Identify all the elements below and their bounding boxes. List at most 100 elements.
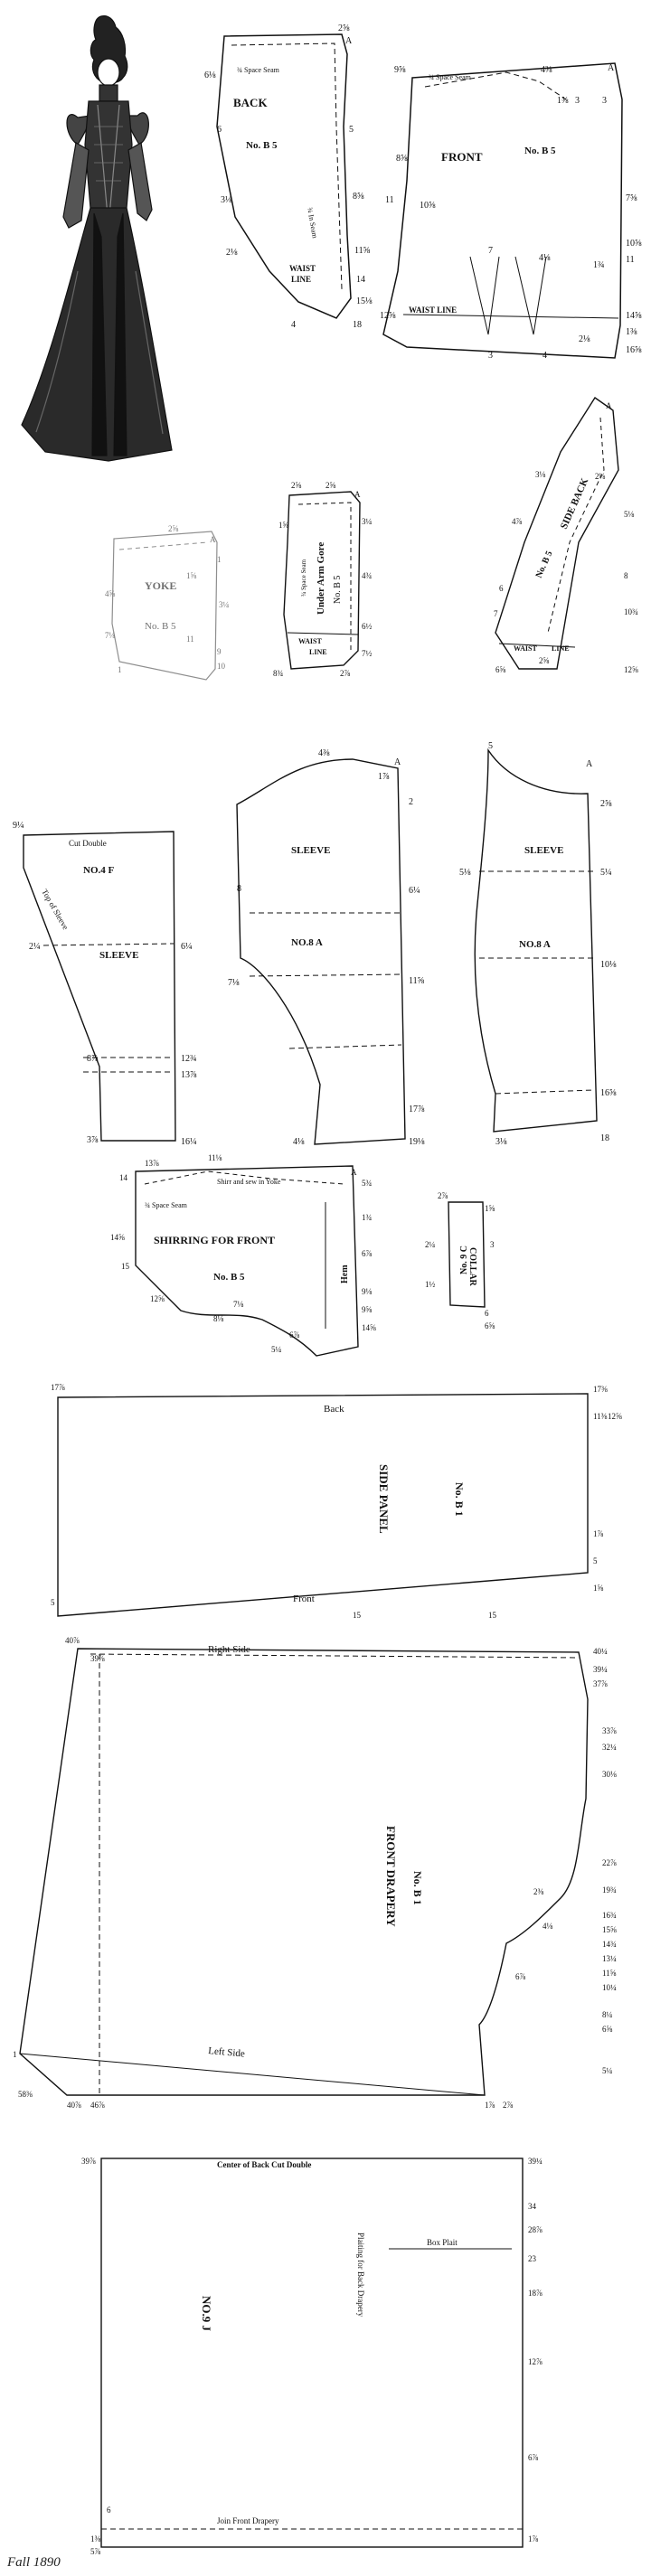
measure: 6¼ [409,886,420,896]
measure: 32¼ [602,1743,617,1752]
measure: A [210,535,216,544]
measure: 12⅝ [150,1294,165,1303]
measure: 18 [353,320,362,330]
side-panel-number: No. B 1 [453,1482,466,1517]
measure: 5 [349,125,354,135]
measure: 5 [593,1556,598,1565]
measure: 1⅝ [278,521,289,530]
measure: A [586,759,593,769]
pattern-sleeve-4f: Cut Double NO.4 F SLEEVE Top of Sleeve 9… [13,821,197,1147]
measure: 1⅞ [593,1529,604,1538]
measure: 8⅝ [353,192,364,202]
measure: 1⅞ [528,2534,539,2543]
measure: 6½ [362,622,373,631]
measure: 12⅝ [608,1412,622,1421]
measure: 40¼ [593,1647,608,1656]
measure: 15 [121,1262,130,1271]
measure: 2⅛ [579,334,590,344]
measure: 4 [542,351,547,361]
measure: 1¾ [593,260,605,270]
measure: 2¼ [29,942,41,952]
measure: 15 [488,1611,497,1620]
measure: 8⅝ [396,154,408,164]
measure: 4⅜ [541,65,552,75]
measure: 3¼ [219,600,230,609]
measure: 6¼ [181,942,193,952]
measure: 7⅛ [228,978,240,988]
drapery-title: FRONT DRAPERY [384,1826,398,1927]
measure: A [345,36,353,46]
measure: 9⅛ [362,1287,373,1296]
pattern-front-drapery: Right Side Left Side FRONT DRAPERY No. B… [13,1636,617,2110]
measure: 1⅞ [378,772,390,782]
measure: 34 [528,2202,537,2211]
measure: 11⅝ [354,246,371,256]
measure: 1⅜ [90,2534,101,2543]
back-drapery-pleat: Box Plait [427,2238,458,2247]
measure: 4⅛ [293,1137,305,1147]
measure: 2⅝ [539,656,550,665]
measure: 58⅜ [18,2090,33,2099]
drapery-left: Left Side [208,2045,246,2060]
measure: 2⅞ [438,1191,448,1200]
measure: 5 [51,1598,55,1607]
measure: 17⅜ [593,1385,608,1394]
side-panel-back: Back [324,1404,344,1415]
measure: 8¾ [273,669,284,678]
measure: 14 [119,1173,128,1182]
side-back-number: No. B 5 [534,550,555,579]
measure: 1½ [425,1280,436,1289]
measure: 3 [602,96,607,106]
back-drapery-title: NO.9 J [200,2296,213,2332]
pattern-back: BACK No. B 5 ¾ Space Seam ¾ In Seam WAIS… [204,24,373,330]
gore-waist: WAIST [298,637,322,645]
measure: 4¾ [362,571,373,580]
measure: 5¾ [362,1179,373,1188]
measure: 6⅝ [485,1321,495,1330]
measure: 23 [528,2254,537,2263]
measure: 3⅛ [221,195,232,205]
measure: 18⅞ [528,2289,542,2298]
measure: 4⅝ [105,589,116,598]
measure: 11 [626,255,635,265]
measure: 3¼ [362,517,373,526]
measure: A [608,63,615,73]
front-waist: WAIST LINE [409,306,457,315]
sleeve8a1-number: NO.8 A [291,937,323,948]
measure: 12⅝ [624,665,638,674]
measure: 10 [217,662,226,671]
measure: 10¾ [624,607,638,616]
measure: 17⅞ [409,1105,425,1114]
measure: 16⅝ [600,1088,617,1098]
yoke-number: No. B 5 [145,621,176,632]
measure: 13¼ [602,1954,617,1963]
measure: 6⅞ [362,1249,373,1258]
gore-line: LINE [309,648,327,656]
measure: 1⅝ [593,1584,604,1593]
measure: 1¾ [362,1213,373,1222]
measure: 11⅝ [602,1969,617,1978]
measure: 11 [186,635,194,644]
measure: 6⅞ [515,1972,526,1981]
back-waist: WAIST [289,264,316,273]
measure: 3 [490,1240,495,1249]
measure: 22⅞ [602,1858,617,1867]
measure: 8⅛ [213,1314,224,1323]
measure: 5 [488,741,493,751]
measure: 33⅞ [602,1726,617,1735]
measure: 7 [494,609,498,618]
measure: 3⅛ [535,470,546,479]
measure: 17⅞ [51,1383,65,1392]
measure: 4⅛ [539,253,551,263]
measure: 3 [488,351,493,361]
measure: 1 [217,555,222,564]
measure: 12⅝ [380,311,396,321]
back-seam: ¾ Space Seam [237,66,280,74]
pattern-side-back: SIDE BACK No. B 5 WAIST LINE A 3⅛ 2⅛ 5⅛ … [494,397,638,674]
measure: A [606,401,612,410]
pattern-sleeve-8a-left: SLEEVE NO.8 A 4⅜ 1⅞ 2 8 6¼ 7⅛ 11⅝ 4⅛ 17⅞… [228,748,425,1147]
measure: 10⅝ [420,201,436,211]
measure: 4 [291,320,296,330]
measure: 1 [118,665,122,674]
measure: 9⅝ [394,65,406,75]
